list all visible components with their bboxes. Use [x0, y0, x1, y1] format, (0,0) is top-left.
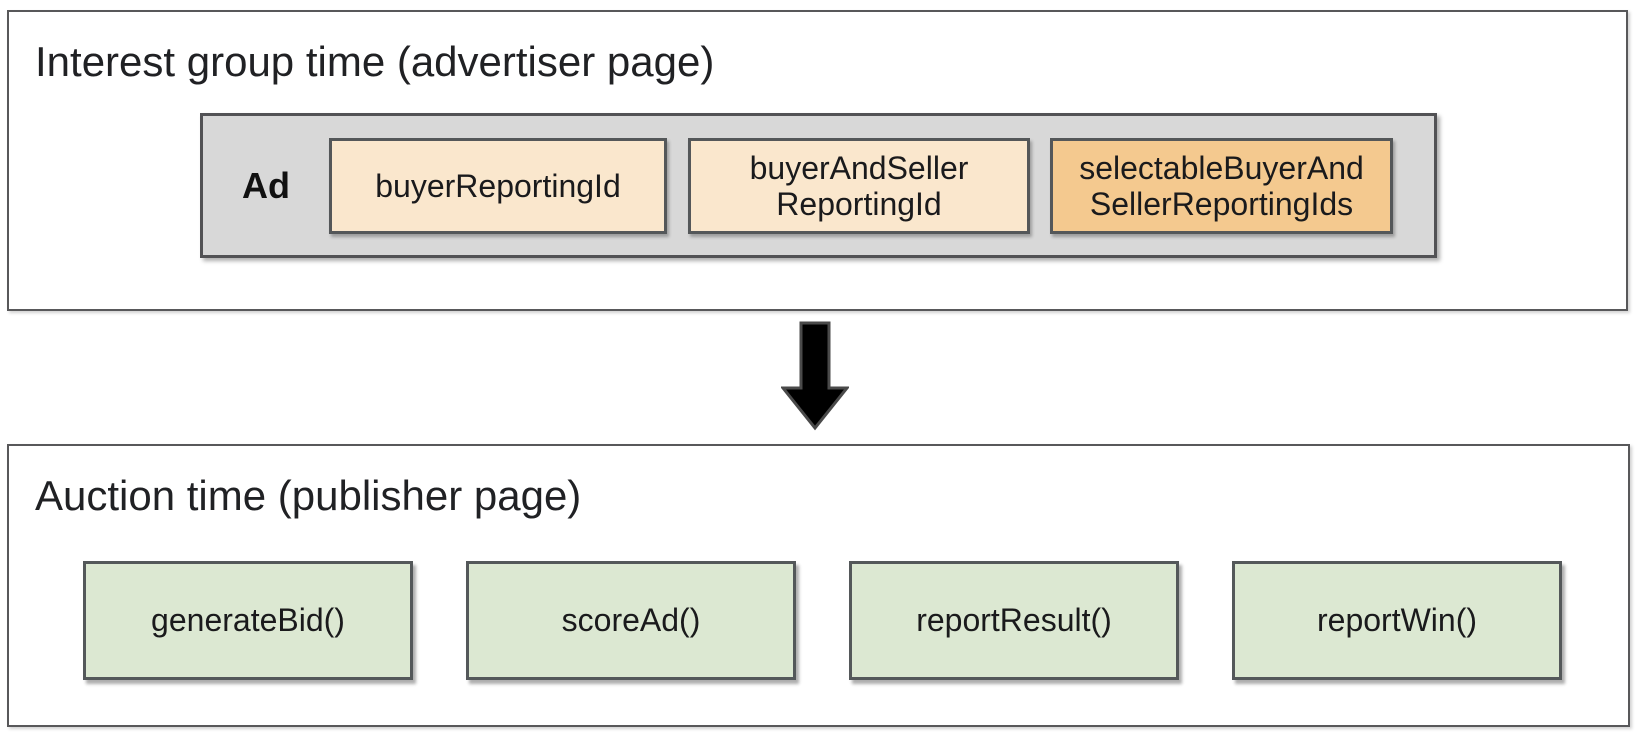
interest-group-title: Interest group time (advertiser page) — [35, 38, 715, 85]
auction-function-row: generateBid() scoreAd() reportResult() r… — [83, 561, 1562, 680]
buyer-reporting-id-label: buyerReportingId — [375, 167, 621, 204]
selectable-buyer-and-seller-reporting-ids-box: selectableBuyerAnd SellerReportingIds — [1050, 137, 1393, 234]
auction-title: Auction time (publisher page) — [35, 472, 582, 519]
ad-container: Ad buyerReportingId buyerAndSeller Repor… — [200, 113, 1437, 258]
selectable-buyer-and-seller-reporting-ids-label-line-1: selectableBuyerAnd — [1079, 149, 1364, 186]
down-arrow-icon — [779, 321, 851, 431]
report-win-box: reportWin() — [1232, 561, 1562, 680]
buyer-and-seller-reporting-id-box: buyerAndSeller ReportingId — [688, 137, 1030, 234]
score-ad-box: scoreAd() — [466, 561, 796, 680]
interest-group-panel: Interest group time (advertiser page) Ad… — [7, 10, 1628, 311]
selectable-buyer-and-seller-reporting-ids-label-line-2: SellerReportingIds — [1089, 185, 1354, 222]
report-result-box: reportResult() — [849, 561, 1179, 680]
buyer-and-seller-reporting-id-label-line-2: ReportingId — [776, 185, 942, 222]
buyer-and-seller-reporting-id-label-line-1: buyerAndSeller — [749, 149, 969, 186]
ad-label: Ad — [242, 164, 290, 206]
buyer-reporting-id-box: buyerReportingId — [329, 137, 667, 234]
generate-bid-box: generateBid() — [83, 561, 413, 680]
auction-panel: Auction time (publisher page) generateBi… — [7, 444, 1630, 727]
